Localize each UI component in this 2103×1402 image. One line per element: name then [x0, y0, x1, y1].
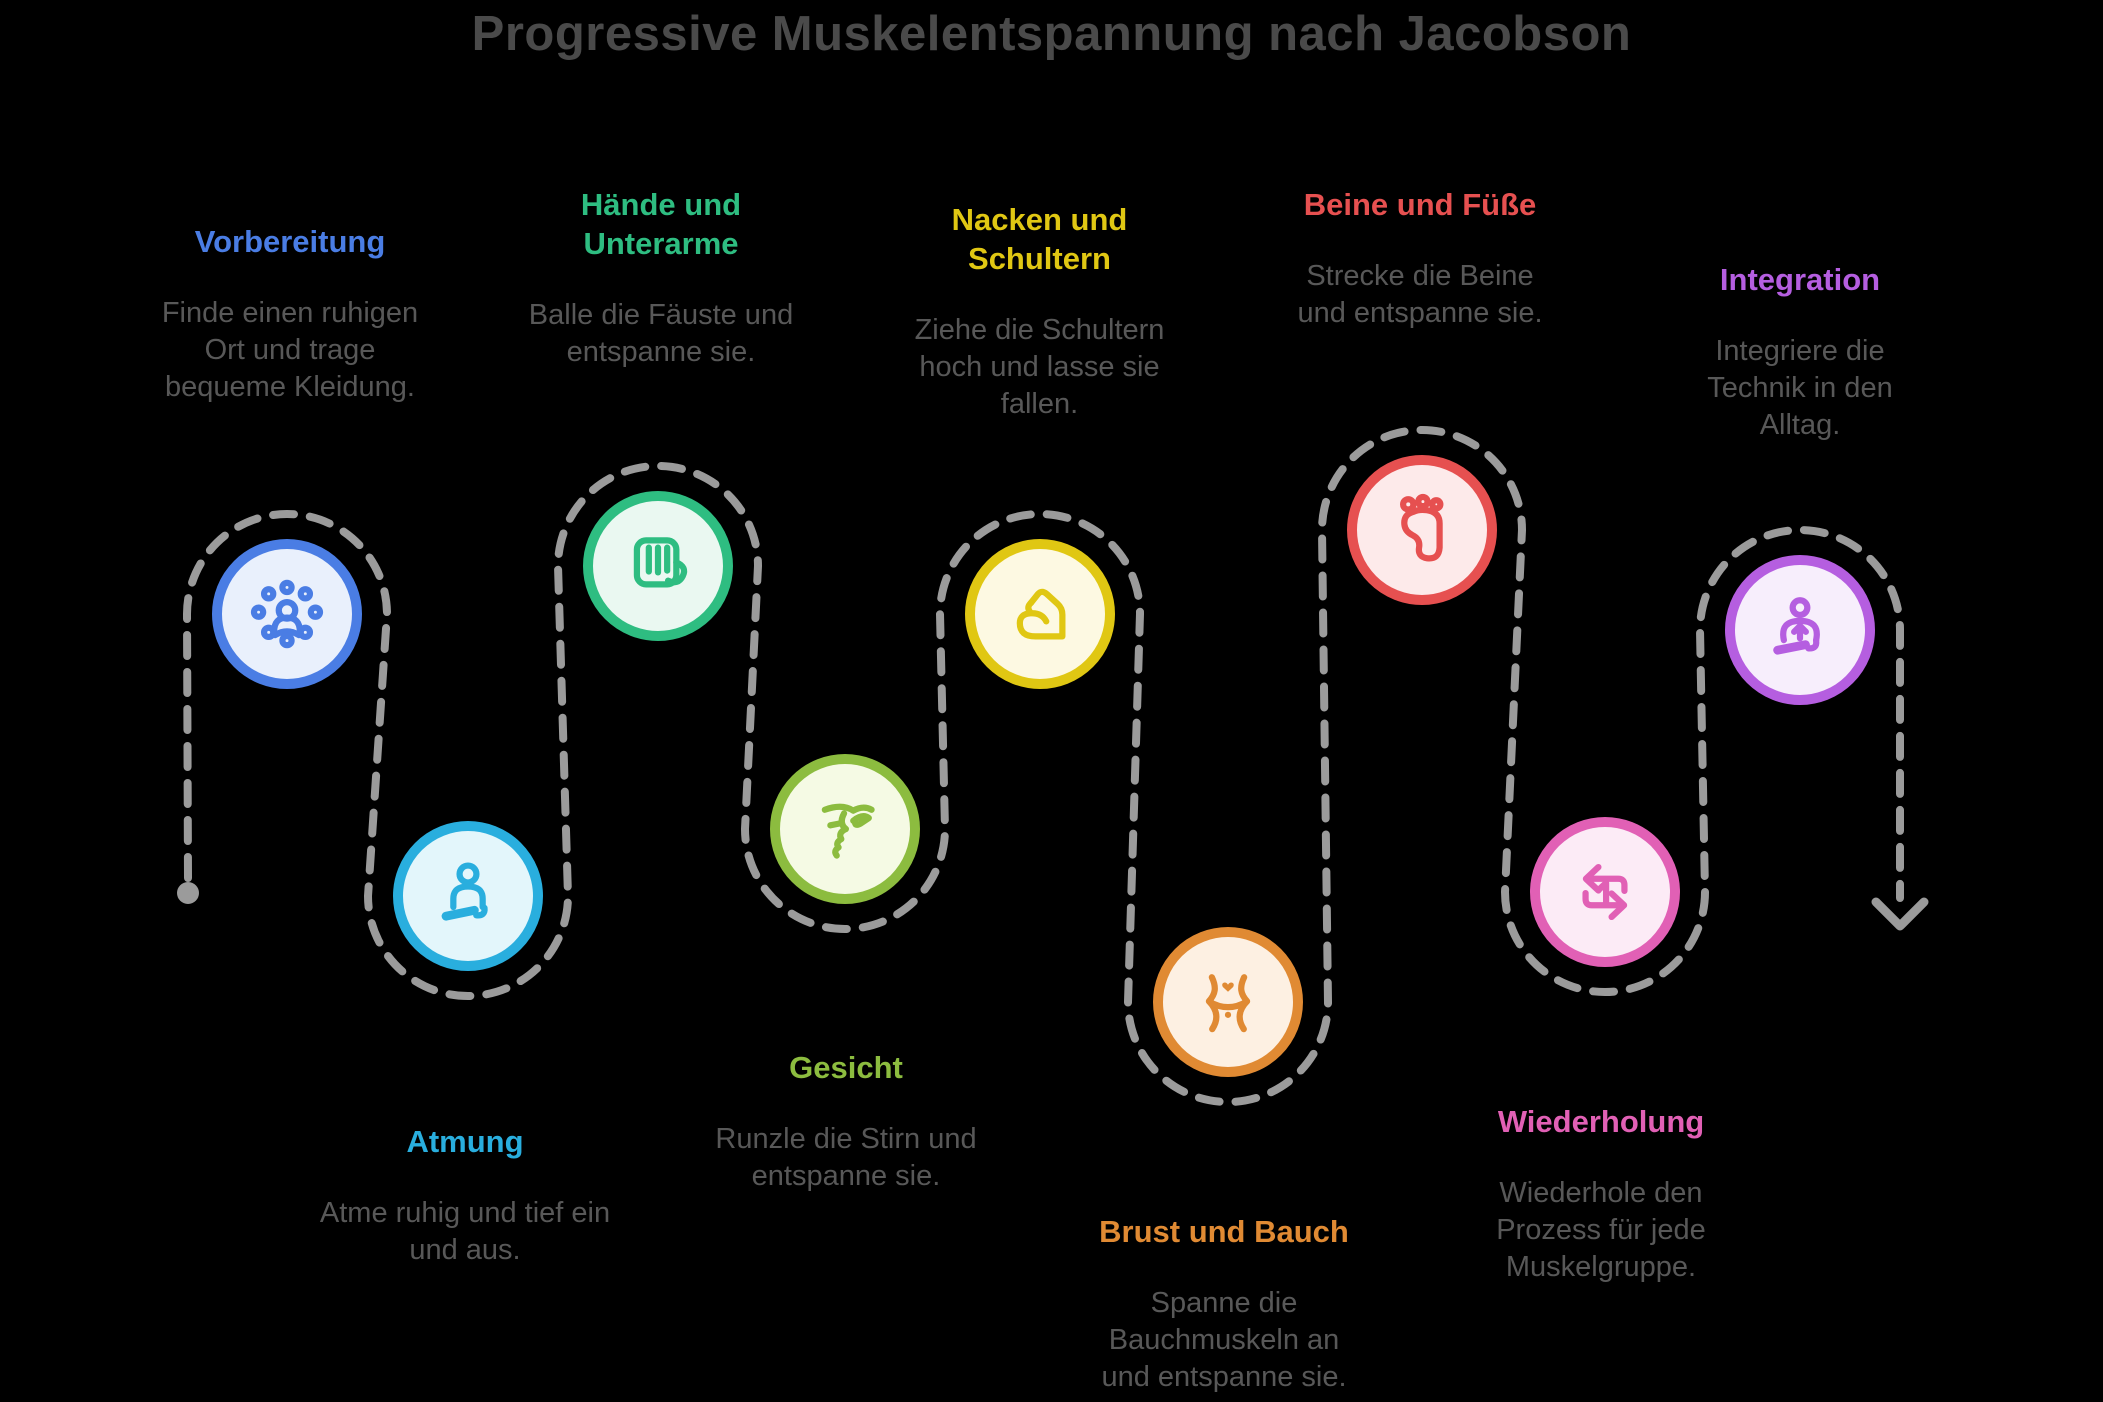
- lotus-pose-icon: [441, 862, 488, 921]
- step-description: Atme ruhig und tief ein und aus.: [319, 1197, 611, 1267]
- path-end-arrow-icon: [1871, 897, 1929, 931]
- step-label-nacken-schultern: Nacken und Schultern Ziehe die Schultern…: [897, 200, 1182, 423]
- step-title: Hände und Unterarme: [580, 187, 742, 262]
- step-label-atmung: Atmung Atme ruhig und tief ein und aus.: [310, 1122, 620, 1269]
- step-title: Nacken und Schultern: [951, 202, 1128, 277]
- step-title: Vorbereitung: [194, 224, 386, 259]
- step-description: Strecke die Beine und entspanne sie.: [1297, 260, 1543, 330]
- foot-icon: [1399, 493, 1444, 562]
- step-circle-haende-unterarme: [583, 491, 733, 641]
- step-label-integration: Integration Integriere die Technik in de…: [1680, 260, 1920, 444]
- step-label-beine-fuesse: Beine und Füße Strecke die Beine und ent…: [1280, 185, 1560, 332]
- step-title: Wiederholung: [1497, 1104, 1705, 1139]
- step-label-vorbereitung: Vorbereitung Finde einen ruhigen Ort und…: [144, 222, 436, 406]
- repeat-one-icon: [1582, 863, 1628, 921]
- face-profile-icon: [821, 803, 875, 859]
- step-label-gesicht: Gesicht Runzle die Stirn und entspanne s…: [691, 1048, 1001, 1195]
- step-circle-wiederholung: [1530, 817, 1680, 967]
- step-description: Wiederhole den Prozess für jede Muskelgr…: [1496, 1177, 1706, 1284]
- step-title: Beine und Füße: [1303, 187, 1537, 222]
- step-description: Runzle die Stirn und entspanne sie.: [715, 1123, 977, 1193]
- meditation-group-icon: [250, 579, 324, 649]
- step-title: Atmung: [406, 1124, 524, 1159]
- step-title: Brust und Bauch: [1099, 1214, 1349, 1249]
- step-title: Gesicht: [789, 1050, 903, 1085]
- page-title: Progressive Muskelentspannung nach Jacob…: [471, 7, 1632, 61]
- step-circle-atmung: [393, 821, 543, 971]
- step-circle-nacken-schultern: [965, 539, 1115, 689]
- step-label-wiederholung: Wiederholung Wiederhole den Prozess für …: [1466, 1102, 1736, 1286]
- torso-icon: [1205, 974, 1251, 1033]
- step-circle-gesicht: [770, 754, 920, 904]
- step-description: Balle die Fäuste und entspanne sie.: [528, 299, 794, 369]
- meditation-arrow-icon: [1773, 597, 1820, 655]
- fist-icon: [633, 537, 688, 588]
- step-circle-vorbereitung: [212, 539, 362, 689]
- step-label-haende-unterarme: Hände und Unterarme Balle die Fäuste und…: [511, 185, 811, 371]
- step-description: Integriere die Technik in den Alltag.: [1707, 335, 1893, 442]
- step-label-brust-bauch: Brust und Bauch Spanne die Bauchmuskeln …: [1084, 1212, 1364, 1396]
- step-circle-integration: [1725, 555, 1875, 705]
- step-title: Integration: [1719, 262, 1881, 297]
- step-description: Finde einen ruhigen Ort und trage bequem…: [161, 297, 419, 404]
- step-description: Ziehe die Schultern hoch und lasse sie f…: [914, 314, 1165, 421]
- dashed-trail: [182, 426, 1904, 1106]
- step-description: Spanne die Bauchmuskeln an und entspanne…: [1101, 1287, 1347, 1394]
- step-circle-beine-fuesse: [1347, 455, 1497, 605]
- path-start-dot: [177, 882, 199, 904]
- step-circle-brust-bauch: [1153, 927, 1303, 1077]
- flexed-arm-icon: [1016, 588, 1066, 640]
